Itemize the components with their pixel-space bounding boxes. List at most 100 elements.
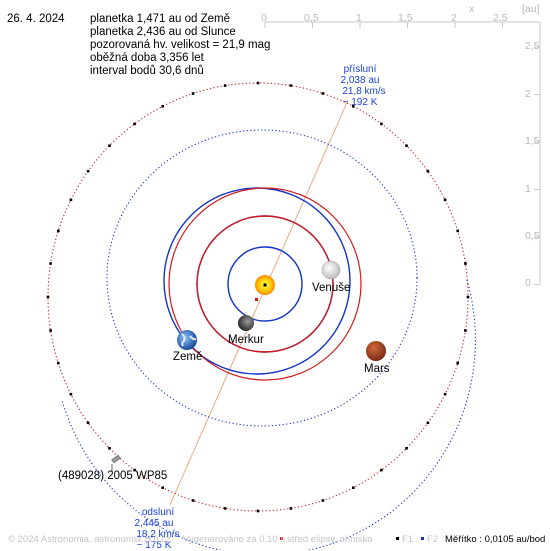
date-label: 26. 4. 2024 (7, 13, 65, 25)
sun-distance: planetka 2,436 au od Slunce (90, 26, 236, 38)
x-tick-0: 0 (261, 12, 267, 24)
reference-orbit (106, 129, 418, 427)
venuse-label: Venuše (312, 282, 351, 294)
orbit-point (256, 81, 260, 85)
orbit-point (86, 169, 90, 173)
y-tick-2: 2 (525, 88, 531, 100)
orbit-point (321, 499, 325, 502)
copyright: © 2024 Astronomia, astronomia.zcu.cz (8, 534, 171, 545)
magnitude: pozorovaná hv. velikost = 21,9 mag (90, 39, 271, 51)
x-tick-1: 1 (356, 12, 362, 24)
asteroid-label: (489028) 2005 WP85 (58, 470, 168, 482)
orbit-point (223, 84, 227, 87)
legend-f1-marker (396, 537, 399, 540)
orbit-point (49, 329, 52, 332)
orbit-point (161, 105, 164, 108)
y-tick-1: 1 (525, 183, 531, 195)
legend-center: střed elipsy, ohnisko (287, 534, 373, 545)
orbit-point (57, 229, 60, 233)
x-axis-label: x (469, 3, 475, 15)
x-tick-2-5: 2,5 (493, 12, 508, 24)
zeme-planet (177, 330, 197, 350)
orbit-point (380, 468, 383, 472)
earth-distance: planetka 1,471 au od Země (90, 13, 231, 25)
axes (264, 21, 541, 285)
x-tick-1-5: 1,5 (398, 12, 413, 24)
legend-f2: F2 (427, 534, 439, 545)
asteroid-orbit-points (46, 81, 470, 513)
aphelion-title: odsluní (141, 507, 175, 518)
orbit-point (86, 421, 90, 425)
perihelion-speed: 21,8 km/s (342, 86, 386, 97)
perihelion-title: přísluní (343, 64, 377, 75)
mars-orbit (196, 215, 334, 353)
orbit-point (49, 262, 52, 265)
perihelion-distance: 2,038 au (340, 75, 380, 86)
orbit-point (289, 84, 293, 87)
y-axis-ticks (534, 46, 540, 285)
zeme-label: Země (173, 351, 203, 363)
generated-time: Vygenerováno za 0,10 s (183, 534, 286, 545)
scale-label: Měřítko : 0,0105 au/bod (445, 534, 546, 545)
orbit-point (352, 486, 355, 489)
orbit-point (46, 295, 50, 299)
orbit-point (456, 361, 459, 365)
asteroid-orbit-upper (47, 82, 469, 512)
orbit-point (456, 229, 459, 233)
orbit-point (69, 392, 73, 396)
asteroid-orbit-lower (61, 279, 476, 550)
asteroid-marker (111, 454, 121, 464)
orbit-point (57, 361, 60, 365)
mars-label: Mars (364, 363, 390, 375)
orbit-point (426, 169, 430, 173)
point-interval: interval bodů 30,6 dnů (90, 65, 204, 77)
orbit-point (426, 421, 430, 425)
orbit-point (133, 468, 136, 472)
orbit-point (405, 447, 408, 450)
orbit-point (133, 122, 136, 126)
orbit-point (191, 499, 195, 502)
mars-planet (366, 341, 386, 361)
orbit-point (289, 507, 293, 510)
orbit-point (161, 486, 164, 489)
earth-orbit (168, 187, 362, 381)
aphelion-distance: 2,445 au (134, 518, 174, 529)
merkur-orbit (227, 246, 303, 322)
legend-f1: F1 (402, 534, 414, 545)
y-tick-0: 0 (525, 277, 531, 289)
perihelion-temp: ~ 192 K (342, 97, 378, 108)
orbit-point (69, 198, 73, 202)
venuse-planet (321, 260, 341, 280)
sun (255, 275, 275, 295)
y-tick-2-5: 2,5 (525, 40, 540, 52)
orbit-point (443, 198, 447, 202)
x-tick-2: 2 (451, 12, 457, 24)
aphelion-label: odsluní 2,445 au 18,2 km/s ~ 175 K (124, 507, 184, 551)
axis-unit: [au] (522, 3, 540, 15)
ellipse-center-marker (255, 298, 258, 301)
orbit-point (256, 509, 260, 513)
orbit-point (321, 92, 325, 95)
orbit-point (464, 262, 467, 265)
orbit-point (191, 92, 195, 95)
aphelion-speed: 18,2 km/s (136, 529, 180, 540)
orbit-point (108, 447, 111, 450)
merkur-label: Merkur (228, 334, 264, 346)
perihelion-label: přísluní 2,038 au 21,8 km/s ~ 192 K (330, 64, 390, 108)
y-tick-1-5: 1,5 (525, 135, 540, 147)
orbit-point (380, 122, 383, 126)
orbit-point (466, 295, 470, 299)
legend-f2-marker (421, 537, 424, 540)
merkur-planet (238, 315, 254, 331)
orbit-point (443, 392, 447, 396)
orbit-point (464, 329, 467, 332)
legend-center-marker (280, 537, 283, 540)
orbit-point (223, 507, 227, 510)
aphelion-temp: ~ 175 K (136, 540, 172, 551)
x-axis-ticks (264, 22, 503, 28)
apsis-line (169, 99, 349, 506)
orbital-period: oběžná doba 3,356 let (90, 52, 204, 64)
orbit-point (405, 144, 408, 147)
orbit-point (352, 105, 355, 108)
orbit-point (108, 144, 111, 147)
